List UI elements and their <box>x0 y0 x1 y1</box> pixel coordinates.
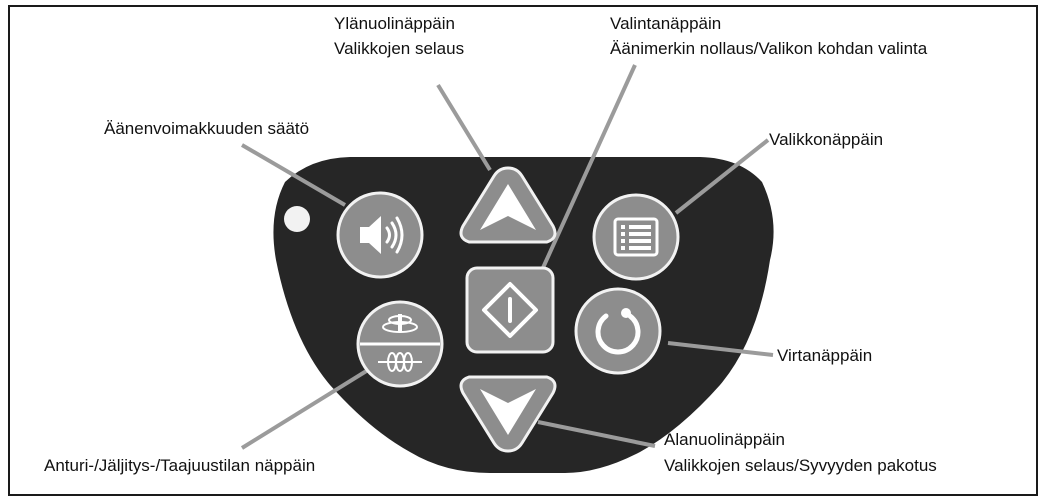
leader-line-select <box>540 64 637 271</box>
menu-list-icon <box>613 217 659 257</box>
menu-button[interactable] <box>592 193 680 281</box>
label-select-key: Valintanäppäin Äänimerkin nollaus/Valiko… <box>610 14 928 58</box>
up-arrow-button[interactable] <box>459 166 557 244</box>
leader-line-menu <box>674 138 770 215</box>
leader-line-down <box>537 420 656 448</box>
label-menu-key: Valikkonäppäin <box>769 130 883 149</box>
leader-line-mode <box>240 368 370 450</box>
status-led <box>284 206 310 232</box>
mode-button[interactable] <box>356 300 444 388</box>
up-arrow-icon <box>480 184 536 230</box>
down-arrow-button[interactable] <box>459 375 557 453</box>
label-mode-key: Anturi-/Jäljitys-/Taajuustilan näppäin <box>44 456 315 475</box>
leader-line-up <box>436 83 492 172</box>
select-button[interactable] <box>465 266 555 354</box>
speaker-icon <box>360 216 404 254</box>
leader-line-power <box>667 341 774 357</box>
leader-line-volume <box>240 143 347 207</box>
volume-button[interactable] <box>336 191 424 279</box>
label-down-key: Alanuolinäppäin Valikkojen selaus/Syvyyd… <box>664 430 937 475</box>
select-diamond-icon <box>482 282 538 338</box>
label-up-key: Ylänuolinäppäin Valikkojen selaus <box>334 14 464 58</box>
label-volume: Äänenvoimakkuuden säätö <box>104 119 309 138</box>
power-icon <box>595 308 641 355</box>
sonde-line-mode-icon <box>378 314 422 372</box>
down-arrow-icon <box>480 389 536 435</box>
label-power-key: Virtanäppäin <box>777 346 872 365</box>
power-button[interactable] <box>574 287 662 375</box>
